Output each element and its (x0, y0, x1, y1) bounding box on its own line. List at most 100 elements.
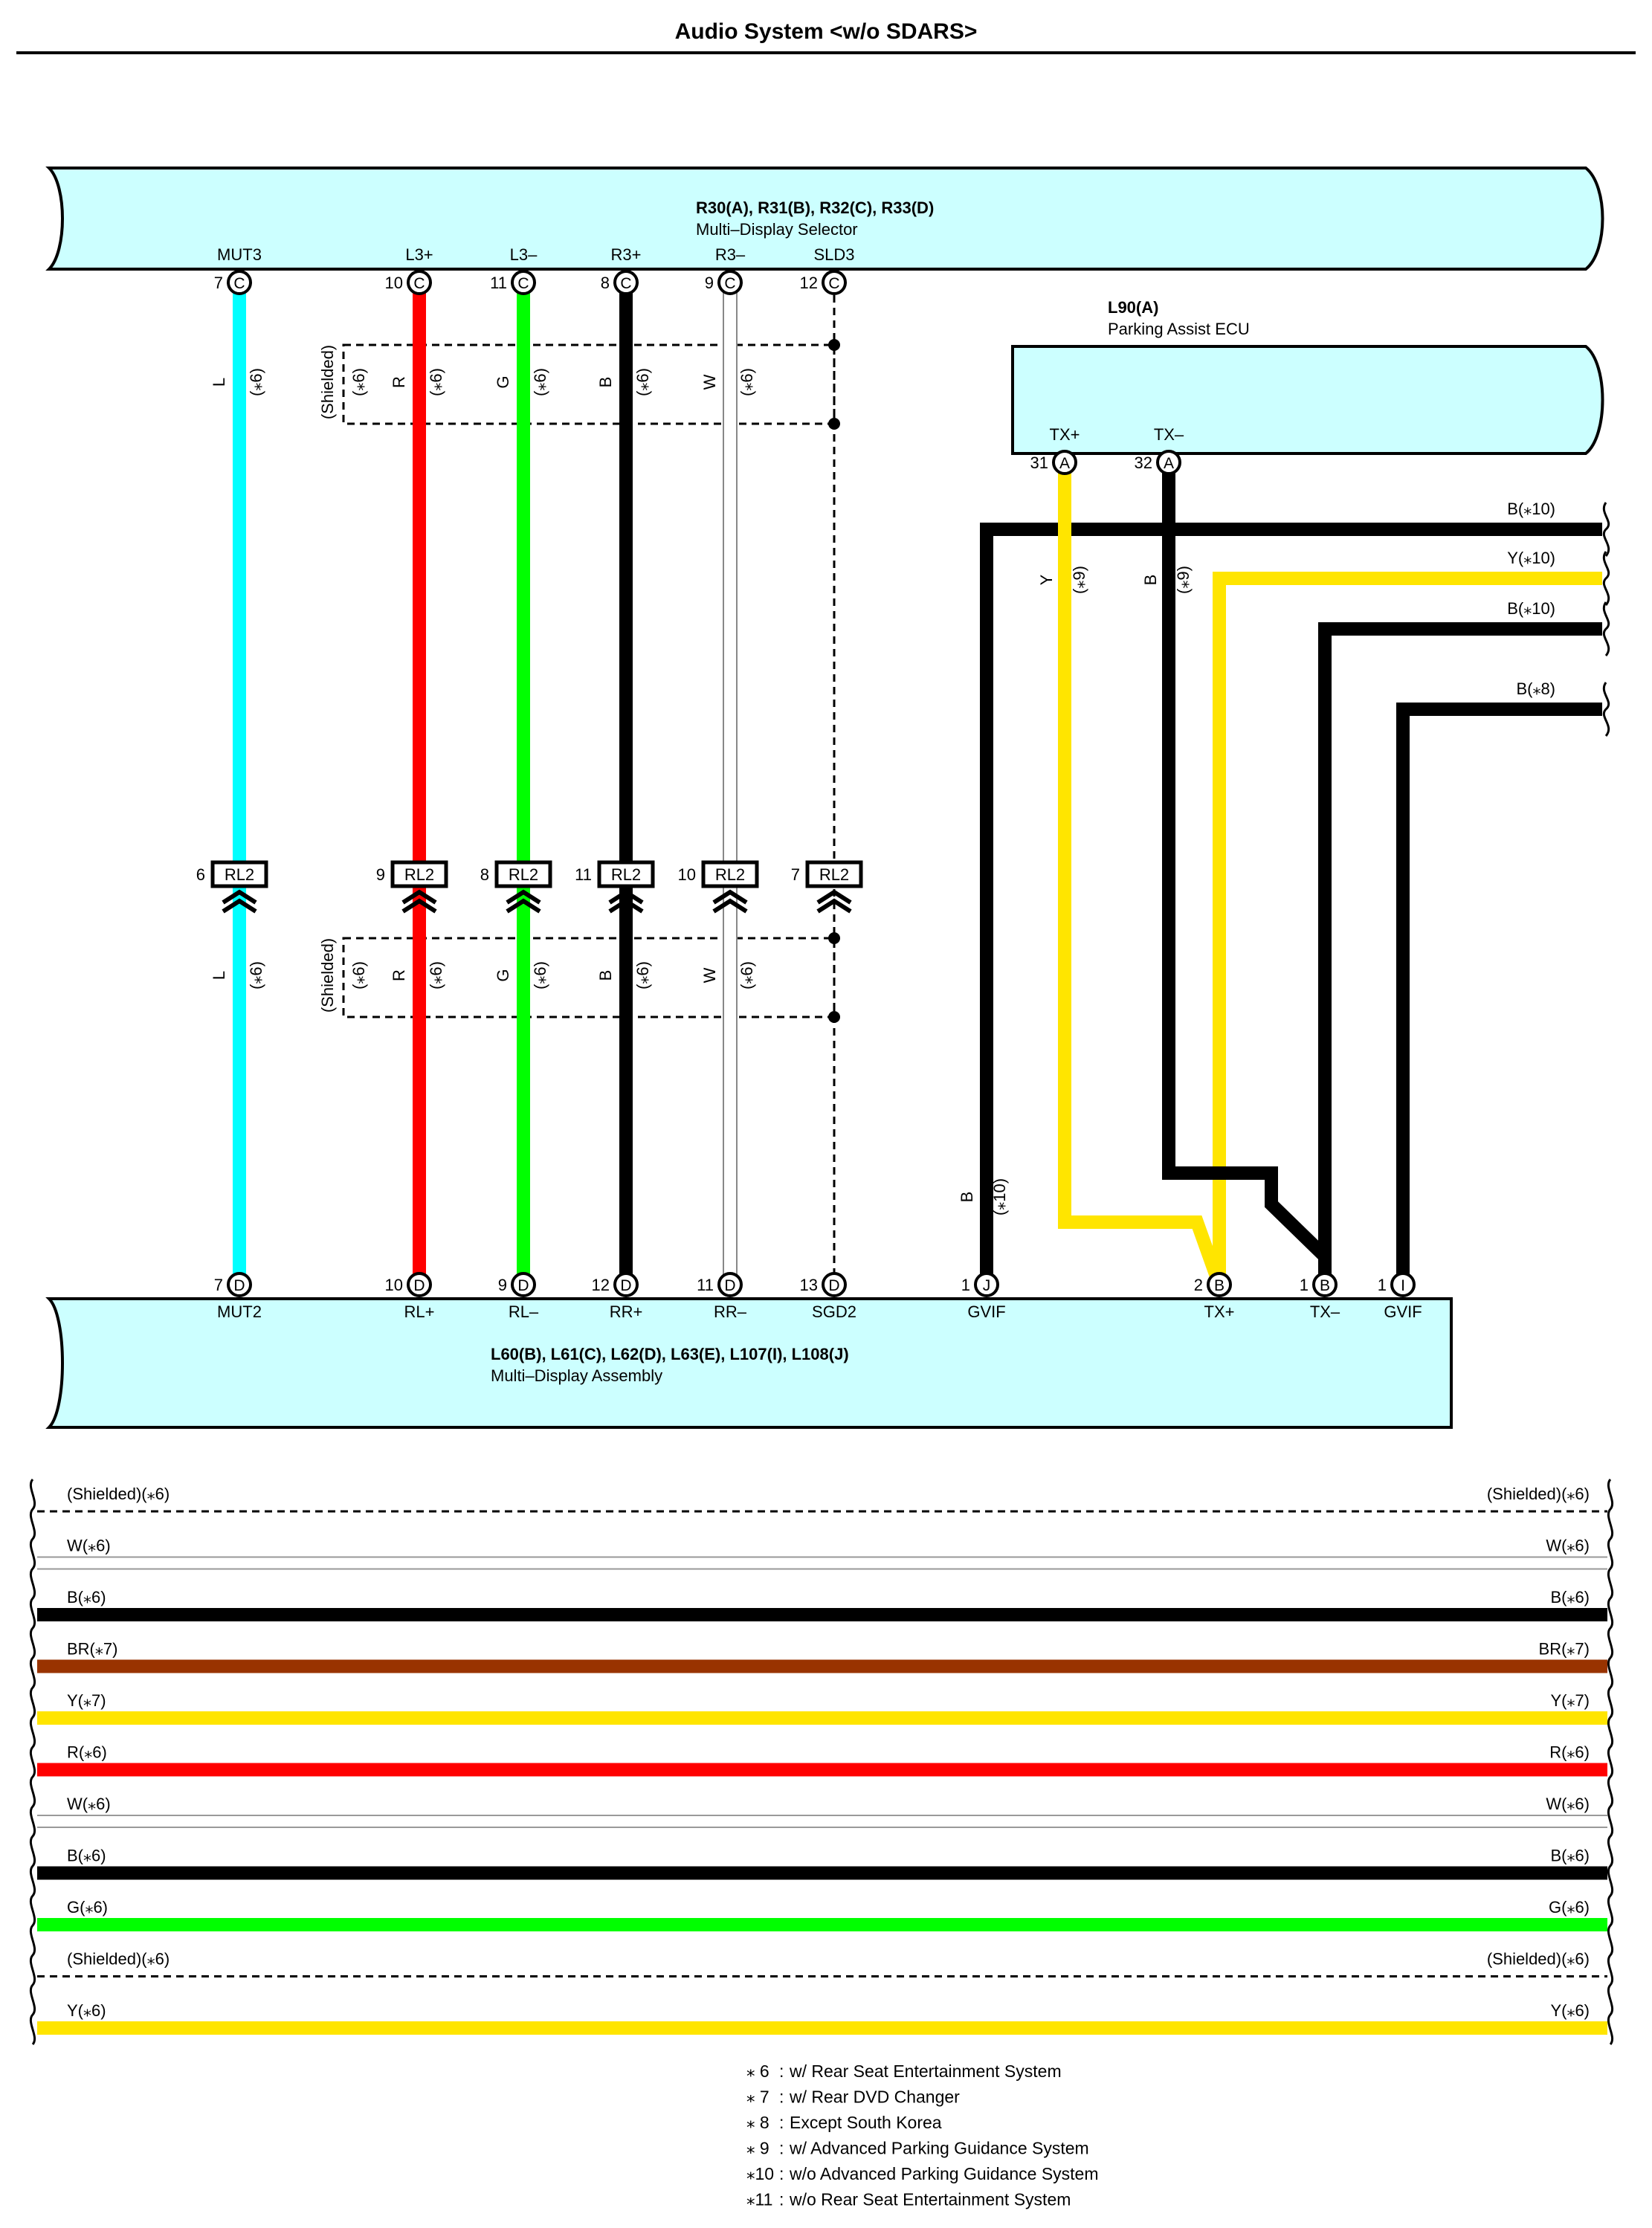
pin-circle (407, 270, 432, 295)
pin-letter: D (828, 1277, 839, 1294)
wire-label-right: (Shielded)(⁎6) (1487, 1950, 1590, 1969)
pin-letter: C (233, 275, 245, 292)
wire-note-label: (⁎6) (427, 961, 445, 989)
legend-text: w/o Rear Seat Entertainment System (789, 2190, 1071, 2209)
pin-letter: A (1059, 455, 1070, 472)
wire-label-left: B(⁎6) (67, 1588, 106, 1607)
pin-letter: D (413, 1277, 425, 1294)
continuation-wire: (Shielded)(⁎6) (Shielded)(⁎6) (37, 1950, 1607, 1977)
pin-letter: D (233, 1277, 245, 1294)
wire-label-left: (Shielded)(⁎6) (67, 1950, 170, 1969)
wire-label-left: R(⁎6) (67, 1743, 107, 1762)
wire-label-left: G(⁎6) (67, 1898, 108, 1917)
wire-label-right: B(⁎6) (1550, 1847, 1590, 1865)
pin-circle (822, 270, 847, 295)
continuation-wire: Y(⁎7)Y(⁎7) (37, 1691, 1607, 1725)
wire-color-label: L (210, 971, 228, 980)
wire-color-label: G (494, 375, 512, 388)
output-wire-label: B(⁎10) (1507, 599, 1555, 618)
pin-circle (1390, 1272, 1416, 1297)
legend-colon: : (779, 2087, 784, 2107)
wire-note-label: (⁎6) (531, 961, 549, 989)
shielded-note-label: (⁎6) (349, 961, 368, 989)
right-output-labels: B(⁎10) Y(⁎10) B(⁎10) B(⁎8) (1507, 500, 1555, 698)
continuation-wire: BR(⁎7)BR(⁎7) (37, 1640, 1607, 1673)
pin-letter: D (517, 1277, 529, 1294)
legend-item: ⁎ 6:w/ Rear Seat Entertainment System (746, 2061, 1062, 2081)
wire-color-label: B (596, 377, 615, 388)
wire-tx-minus-assembly (1318, 622, 1602, 1285)
assembly-name: Multi–Display Assembly (491, 1366, 662, 1385)
legend-item: ⁎ 9:w/ Advanced Parking Guidance System (746, 2139, 1089, 2158)
pin-circle (511, 270, 536, 295)
pin-letter: C (828, 275, 839, 292)
wire-note-label: (⁎9) (1174, 566, 1193, 594)
pin-number: 11 (490, 274, 507, 292)
legend-colon: : (779, 2061, 784, 2081)
selector-box (45, 167, 1604, 271)
wire-labels: L(⁎6)R(⁎6)G(⁎6)B(⁎6)W(⁎6)(Shielded)(⁎6)L… (210, 345, 1193, 1215)
shielded-note-label: (⁎6) (349, 368, 368, 396)
pin-letter: B (1214, 1277, 1225, 1294)
assembly-pins: D7MUT2D10RL+D9RL–D12RR+D11RR–D13SGD2J1GV… (214, 1272, 1422, 1321)
pin-label: SGD2 (812, 1302, 856, 1321)
junction-box (701, 860, 759, 888)
pin-label: R3+ (611, 245, 642, 264)
pin-number: 1 (1300, 1276, 1309, 1294)
pin-circle (1156, 450, 1181, 475)
junction-label: RL2 (819, 865, 849, 884)
legend-item: ⁎ 8:Except South Korea (746, 2113, 942, 2132)
output-wire-label: B(⁎10) (1507, 500, 1555, 518)
pin-letter: A (1164, 455, 1174, 472)
junction-label: RL2 (225, 865, 254, 884)
shield-box-lower (342, 937, 836, 1018)
pin-letter: C (620, 275, 631, 292)
wire-color-label: W (700, 374, 719, 390)
wire-note-label: (⁎6) (247, 368, 265, 396)
pin-number: 8 (601, 274, 610, 292)
junction-chevron-icon (401, 889, 437, 914)
junction-box (597, 860, 655, 888)
assembly-connectors: L60(B), L61(C), L62(D), L63(E), L107(I),… (491, 1345, 849, 1363)
junction-pin-number: 8 (480, 865, 489, 884)
pin-number: 2 (1194, 1276, 1203, 1294)
pin-letter: J (983, 1277, 991, 1294)
output-wire-label: Y(⁎10) (1507, 549, 1555, 567)
output-wire-label: B(⁎8) (1516, 679, 1555, 698)
break-marks-right (1602, 502, 1610, 737)
continuation-wire: B(⁎6)B(⁎6) (37, 1847, 1607, 1880)
wire-label-left: Y(⁎6) (67, 2001, 106, 2020)
pin-number: 9 (498, 1276, 507, 1294)
continuation-wire: (Shielded)(⁎6)(Shielded)(⁎6) (37, 1485, 1607, 1513)
pin-circle (511, 1272, 536, 1297)
pin-number: 10 (385, 274, 403, 292)
junction-label: RL2 (715, 865, 745, 884)
legend-text: w/ Rear DVD Changer (789, 2087, 960, 2107)
legend-colon: : (779, 2164, 784, 2183)
pin-letter: D (620, 1277, 631, 1294)
wire-color-label: R (390, 376, 408, 388)
pin-label: SLD3 (813, 245, 854, 264)
legend-text: Except South Korea (790, 2113, 942, 2132)
wire-color-label: W (700, 967, 719, 983)
wire-note-label: (⁎6) (427, 368, 445, 396)
pin-circle (407, 1272, 432, 1297)
parking-ecu-connector: L90(A) (1108, 298, 1158, 317)
junction-pin-number: 10 (678, 865, 696, 884)
pin-circle (227, 270, 252, 295)
